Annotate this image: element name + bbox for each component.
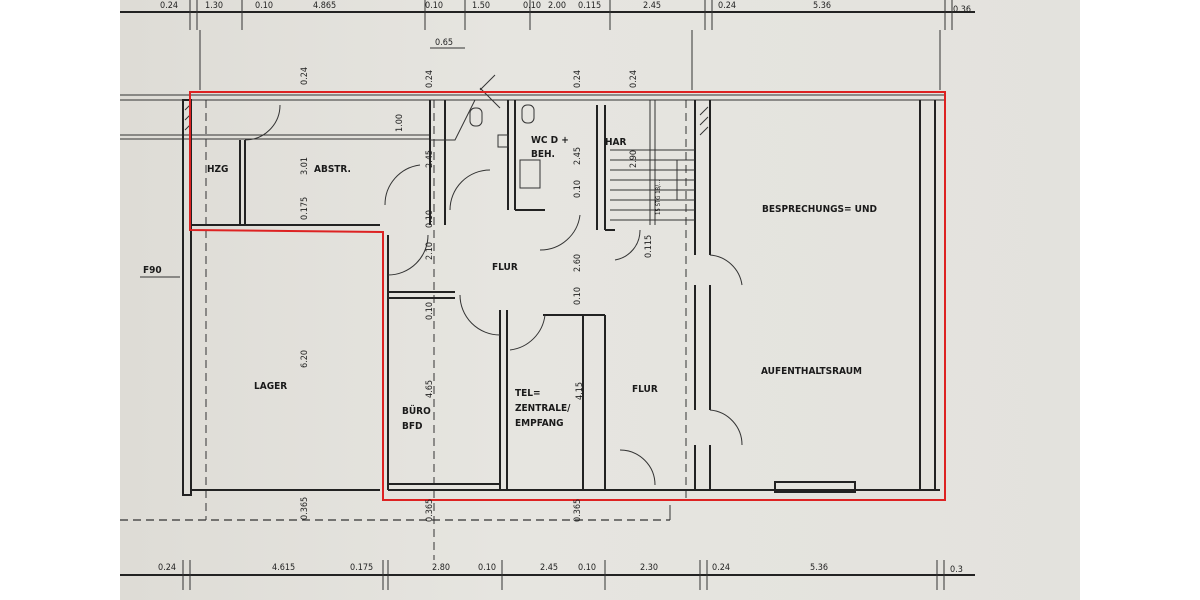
inner-dim: 0.65 bbox=[435, 38, 453, 48]
bottom-dim: 2.30 bbox=[640, 563, 658, 573]
bottom-dim: 5.36 bbox=[810, 563, 828, 573]
bottom-dim: 0.10 bbox=[478, 563, 496, 573]
top-dim: 1.30 bbox=[205, 1, 223, 11]
inner-dim: 2.60 bbox=[573, 254, 583, 272]
inner-dim: 0.365 bbox=[425, 499, 435, 522]
inner-dim: 0.24 bbox=[425, 70, 435, 88]
hatched-walls bbox=[184, 103, 709, 136]
inner-dim: 0.175 bbox=[300, 197, 310, 220]
room-label-flur: FLUR bbox=[632, 384, 658, 395]
inner-dim: 2.45 bbox=[573, 147, 583, 165]
top-dim: 0.10 bbox=[523, 1, 541, 11]
staircase bbox=[610, 100, 695, 225]
room-label-besprechung: AUFENTHALTSRAUM bbox=[761, 366, 862, 377]
room-label-flur: FLUR bbox=[492, 262, 518, 273]
neighbour-walls bbox=[120, 94, 945, 140]
room-label-har: HAR bbox=[605, 137, 626, 148]
bottom-dim: 0.3 bbox=[950, 565, 963, 575]
bottom-dim: 0.24 bbox=[712, 563, 730, 573]
top-dim: 0.10 bbox=[425, 1, 443, 11]
inner-dim: 0.10 bbox=[573, 287, 583, 305]
inner-dim: 0.10 bbox=[425, 210, 435, 228]
inner-dim: 3.01 bbox=[300, 157, 310, 175]
top-dim: 0.115 bbox=[578, 1, 601, 11]
room-label-tel: TEL= bbox=[515, 388, 541, 399]
room-label-abstr: ABSTR. bbox=[314, 164, 351, 175]
room-label-wc: BEH. bbox=[531, 149, 555, 160]
bottom-dim: 0.175 bbox=[350, 563, 373, 573]
inner-dim: 6.20 bbox=[300, 350, 310, 368]
top-dim: 5.36 bbox=[813, 1, 831, 11]
top-dim: 0.10 bbox=[255, 1, 273, 11]
room-label-besprechung: BESPRECHUNGS= UND bbox=[762, 204, 877, 215]
bottom-dim: 0.24 bbox=[158, 563, 176, 573]
fire-rating-label: F90 bbox=[143, 265, 162, 276]
highlighted-area-outline bbox=[189, 91, 946, 501]
room-label-wc: WC D + bbox=[531, 135, 569, 146]
room-label-buero: BÜRO bbox=[402, 403, 431, 417]
top-dim: 0.24 bbox=[160, 1, 178, 11]
inner-dim: 2.90 bbox=[629, 150, 639, 168]
top-dim: 4.865 bbox=[313, 1, 336, 11]
inner-dim: 0.24 bbox=[629, 70, 639, 88]
inner-dim: 0.115 bbox=[644, 235, 654, 258]
top-dim: 0.36 bbox=[953, 5, 971, 15]
bottom-dim: 4.615 bbox=[272, 563, 295, 573]
inner-dim: 0.10 bbox=[573, 180, 583, 198]
walls bbox=[182, 99, 940, 496]
inner-dim: 2.10 bbox=[425, 242, 435, 260]
bottom-dim: 0.10 bbox=[578, 563, 596, 573]
inner-dim: 2.45 bbox=[425, 150, 435, 168]
inner-dim: 0.365 bbox=[300, 497, 310, 520]
bottom-dim: 2.80 bbox=[432, 563, 450, 573]
stair-label: 15 STG 18/... bbox=[655, 180, 662, 215]
dimension-ticks bbox=[182, 0, 953, 590]
room-label-tel: ZENTRALE/ bbox=[515, 403, 571, 414]
inner-dim: 1.00 bbox=[395, 114, 405, 132]
inner-dim: 0.24 bbox=[573, 70, 583, 88]
inner-dim: 0.24 bbox=[300, 67, 310, 85]
bottom-dim: 2.45 bbox=[540, 563, 558, 573]
inner-dim: 0.10 bbox=[425, 302, 435, 320]
room-label-tel: EMPFANG bbox=[515, 418, 564, 429]
top-dim: 2.00 bbox=[548, 1, 566, 11]
room-label-buero: BFD bbox=[402, 421, 422, 432]
inner-dim: 4.15 bbox=[575, 382, 585, 400]
room-label-lager: LAGER bbox=[254, 381, 287, 392]
door-swings bbox=[244, 104, 743, 486]
top-dim: 0.24 bbox=[718, 1, 736, 11]
inner-dim: 0.365 bbox=[573, 499, 583, 522]
top-dim: 2.45 bbox=[643, 1, 661, 11]
top-dim: 1.50 bbox=[472, 1, 490, 11]
room-label-hzg: HZG bbox=[207, 164, 228, 175]
inner-dim: 4.65 bbox=[425, 380, 435, 398]
